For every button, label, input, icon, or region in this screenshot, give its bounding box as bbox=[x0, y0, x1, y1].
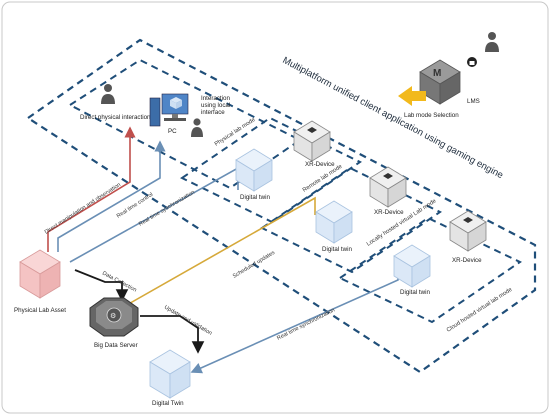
xr-device-label-1: XR-Device bbox=[305, 161, 335, 168]
client-app-region bbox=[26, 38, 537, 374]
edge-direct-manipulation bbox=[47, 126, 136, 252]
xr-device-cube-2 bbox=[369, 166, 407, 208]
xr-device-label-2: XR-Device bbox=[374, 209, 404, 216]
lock-icon bbox=[467, 57, 477, 67]
remote-lab-mode-region bbox=[260, 166, 442, 274]
xr-device-label-3: XR-Device bbox=[452, 257, 482, 264]
digital-twin-cube-2 bbox=[315, 200, 353, 244]
lab-mode-selection-label: Lab mode Selection bbox=[404, 112, 459, 119]
person-icon-lms bbox=[485, 32, 499, 52]
edge-data-collection bbox=[74, 269, 129, 302]
svg-text:⚙: ⚙ bbox=[110, 312, 116, 320]
digital-twin-label-2: Digital twin bbox=[322, 246, 352, 253]
digital-twin-label-3: Digital twin bbox=[400, 289, 430, 296]
local-interface-label-1: Interaction bbox=[201, 95, 230, 102]
lms-label: LMS bbox=[467, 98, 480, 105]
edge-update-validation bbox=[140, 315, 205, 354]
lms-moodle-icon: M bbox=[419, 59, 461, 105]
physical-lab-asset-cube bbox=[19, 249, 61, 299]
edge-real-time-control bbox=[57, 140, 166, 252]
physical-lab-asset-label: Physical Lab Asset bbox=[14, 307, 66, 314]
local-virtual-lab-region bbox=[338, 216, 522, 324]
local-interface-label-3: interface bbox=[201, 109, 225, 116]
direct-interaction-label: Direct physical interaction bbox=[80, 114, 151, 121]
desktop-computer-icon bbox=[149, 93, 189, 127]
svg-text:M: M bbox=[433, 68, 441, 79]
person-icon bbox=[101, 84, 115, 104]
xr-device-cube-1 bbox=[293, 120, 331, 162]
digital-twin-bottom-cube bbox=[149, 349, 191, 399]
xr-device-cube-3 bbox=[449, 210, 487, 252]
digital-twin-cube-1 bbox=[235, 148, 273, 192]
digital-twin-cube-3 bbox=[393, 244, 431, 288]
person-icon-pc bbox=[191, 118, 203, 137]
local-interface-label-2: using local bbox=[201, 102, 230, 109]
digital-twin-bottom-label: Digital Twin bbox=[152, 400, 184, 407]
digital-twin-label-1: Digital twin bbox=[240, 194, 270, 201]
pc-label: PC bbox=[168, 128, 177, 135]
lab-mode-selection-arrow bbox=[398, 86, 426, 106]
database-server-icon: ⚙ bbox=[89, 297, 139, 337]
big-data-server-label: Big Data Server bbox=[94, 342, 138, 349]
physical-lab-mode-region bbox=[180, 116, 362, 224]
edge-scheduled-updates bbox=[117, 196, 316, 311]
